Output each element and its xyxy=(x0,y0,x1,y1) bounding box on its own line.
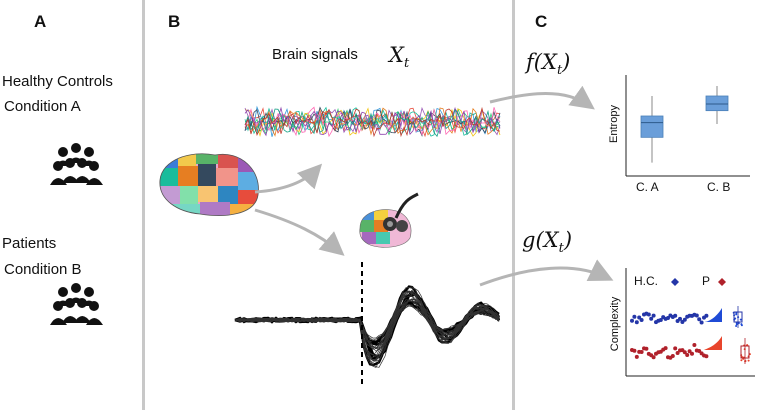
evoked-trace xyxy=(234,290,500,362)
complexity-plot xyxy=(625,268,755,377)
complexity-ylabel: Complexity xyxy=(609,296,621,352)
legend-hc-label: H.C. xyxy=(634,274,658,288)
box-C. B xyxy=(705,95,729,112)
p-point xyxy=(673,346,678,351)
hc-point xyxy=(673,313,678,318)
p-jitter-point xyxy=(740,359,743,362)
hc-point xyxy=(699,320,704,325)
f-of-xt-label: f(Xt) xyxy=(526,50,571,79)
hc-point xyxy=(678,316,682,321)
signal-trace xyxy=(244,108,501,138)
hc-point xyxy=(632,314,637,319)
small-brain-with-electrode-image xyxy=(359,192,419,248)
hc-point xyxy=(637,315,642,320)
p-point xyxy=(670,354,675,358)
arrow-to-entropy xyxy=(489,85,595,110)
legend-p-marker xyxy=(718,278,726,286)
hc-point xyxy=(649,316,654,321)
condition-a-label: Condition A xyxy=(4,98,81,115)
brain-signal-traces xyxy=(244,105,501,138)
hc-jitter-point xyxy=(735,313,738,316)
hc-point xyxy=(658,318,663,322)
g-of-xt-label: g(Xt) xyxy=(522,228,573,257)
arrow-to-complexity xyxy=(479,259,614,287)
arrow-to-signals xyxy=(254,163,323,194)
p-point xyxy=(644,346,649,351)
evoked-trace xyxy=(234,298,500,349)
entropy-ylabel: Entropy xyxy=(608,105,620,143)
p-point xyxy=(692,343,697,347)
hc-point xyxy=(634,320,639,325)
people-group-icon xyxy=(50,283,103,325)
legend-hc-marker xyxy=(671,278,679,286)
healthy-controls-label: Healthy Controls xyxy=(2,73,113,90)
hc-jitter-point xyxy=(739,318,742,321)
signal-trace xyxy=(244,106,501,138)
p-point xyxy=(687,349,692,354)
entropy-boxplot xyxy=(625,75,750,177)
xt-symbol: Xt xyxy=(389,43,410,72)
tick-cb: C. B xyxy=(707,180,731,194)
p-point xyxy=(634,354,639,359)
signal-trace xyxy=(244,106,501,137)
panel-letter-c: C xyxy=(535,12,548,31)
hc-point xyxy=(666,316,670,320)
p-jitter-point xyxy=(747,359,750,362)
hc-jitter-point xyxy=(740,323,743,326)
hc-point xyxy=(697,317,702,322)
hc-point xyxy=(704,313,709,318)
brain-signals-title: Brain signals xyxy=(272,46,358,63)
hc-point xyxy=(639,318,644,322)
p-point xyxy=(632,348,637,353)
hc-point xyxy=(646,312,651,317)
brain-parcellation-image xyxy=(159,153,259,216)
evoked-response-traces xyxy=(234,285,501,368)
arrow-to-evoked xyxy=(254,208,345,256)
p-point xyxy=(651,355,656,360)
p-point xyxy=(690,351,694,356)
panel-divider-right xyxy=(512,0,515,410)
hc-point xyxy=(682,317,687,322)
box-C. A xyxy=(640,115,664,138)
p-point xyxy=(675,351,680,355)
p-point xyxy=(639,350,644,354)
patients-label: Patients xyxy=(2,235,57,252)
hc-point xyxy=(630,318,634,323)
panel-divider-left xyxy=(142,0,145,410)
hc-distribution xyxy=(704,308,722,322)
panel-letter-b: B xyxy=(168,12,181,31)
p-distribution xyxy=(704,336,722,350)
p-point xyxy=(685,353,690,357)
panel-letter-a: A xyxy=(34,12,47,31)
p-point xyxy=(663,346,668,351)
hc-point xyxy=(694,313,699,318)
people-group-icon xyxy=(50,143,103,185)
legend-p-label: P xyxy=(702,274,711,288)
p-point xyxy=(682,350,687,355)
hc-point xyxy=(651,313,656,318)
condition-b-label: Condition B xyxy=(4,261,82,278)
p-point xyxy=(704,354,709,359)
hc-jitter-point xyxy=(735,325,738,327)
tick-ca: C. A xyxy=(636,180,659,194)
